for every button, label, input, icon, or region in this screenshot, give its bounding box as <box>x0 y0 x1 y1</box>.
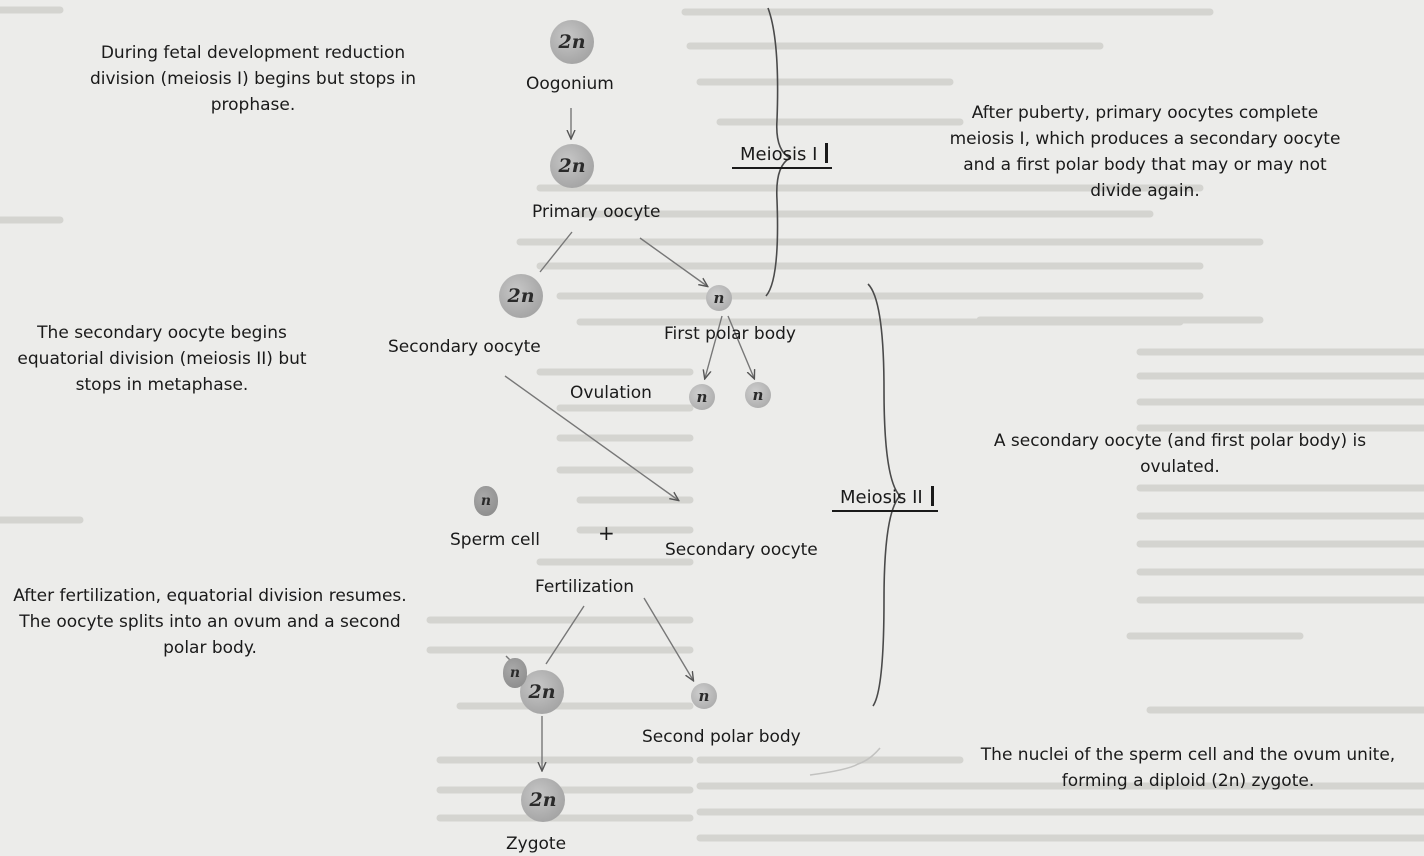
arrow-to-second-polar-body <box>643 597 693 680</box>
primary-oocyte-cell: 2n <box>550 144 594 188</box>
arrow-ovulation <box>504 375 678 500</box>
label-fertilization: Fertilization <box>535 577 635 597</box>
label-primary-oocyte: Primary oocyte <box>532 202 661 222</box>
note-secondary: The secondary oocyte begins equatorial d… <box>17 323 307 395</box>
meiosis-1-label: Meiosis I <box>740 144 818 165</box>
arrow-to-first-polar-body <box>639 237 707 286</box>
arrow-to-secondary-oocyte <box>539 231 573 273</box>
label-first-polar-body: First polar body <box>664 324 796 344</box>
arrow-fertilization-left <box>545 605 585 665</box>
meiosis-2-label: Meiosis II <box>840 487 923 508</box>
note-fetal: During fetal development reduction divis… <box>89 43 417 115</box>
label-ovulation: Ovulation <box>570 383 652 403</box>
label-secondary-oocyte-left: Secondary oocyte <box>388 337 541 357</box>
first-polar-body-cell: n <box>706 285 732 311</box>
plus-sign: + <box>598 521 615 545</box>
meiosis-1-bracket <box>765 7 792 297</box>
fertilizing-sperm-cell: n <box>503 658 527 688</box>
polar-body-b-cell: n <box>745 382 771 408</box>
label-second-polar-body: Second polar body <box>642 727 801 747</box>
note-fertilization: After fertilization, equatorial division… <box>13 586 407 658</box>
note-ovulated: A secondary oocyte (and first polar body… <box>993 431 1367 477</box>
note-nuclei: The nuclei of the sperm cell and the ovu… <box>980 745 1396 791</box>
zygote-cell: 2n <box>521 778 565 822</box>
label-zygote: Zygote <box>506 834 567 854</box>
faint-line <box>809 747 881 776</box>
sperm-cell: n <box>474 486 498 516</box>
arrow-polar-split-left <box>705 315 723 378</box>
secondary-oocyte-cell: 2n <box>499 274 543 318</box>
meiosis-2-bracket <box>867 283 902 707</box>
note-puberty: After puberty, primary oocytes complete … <box>949 103 1341 201</box>
arrow-polar-split-right <box>727 315 754 378</box>
polar-body-a-cell: n <box>689 384 715 410</box>
meiosis-1-marker: Meiosis I <box>732 143 833 169</box>
meiosis-2-marker: Meiosis II <box>832 486 938 512</box>
label-secondary-oocyte-right: Secondary oocyte <box>665 540 818 560</box>
label-oogonium: Oogonium <box>526 74 614 94</box>
oogonium-cell: 2n <box>550 20 594 64</box>
label-sperm-cell: Sperm cell <box>450 530 540 550</box>
second-polar-body-cell: n <box>691 683 717 709</box>
fertilized-egg-cell: 2n <box>520 670 564 714</box>
